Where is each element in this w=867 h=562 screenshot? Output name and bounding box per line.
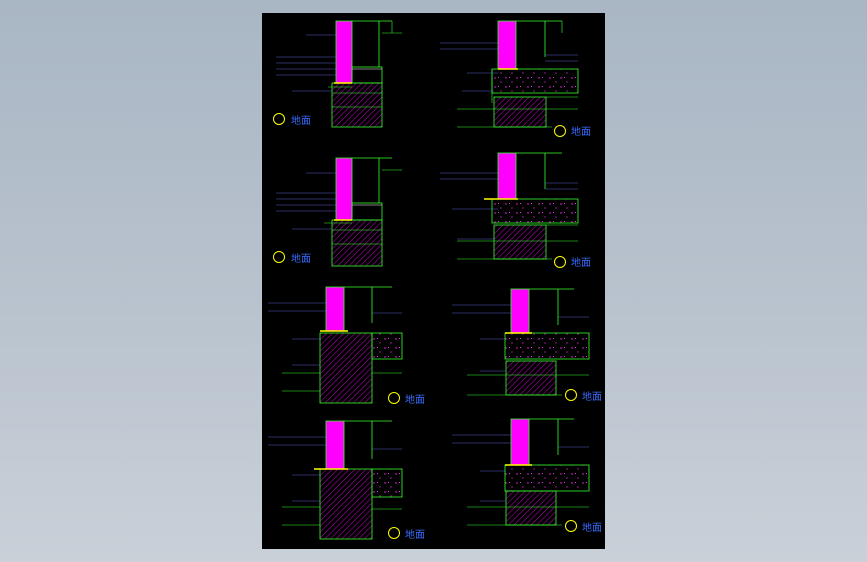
detail-7: 地面 <box>268 420 425 541</box>
detail-3-title: 地面 <box>291 252 311 265</box>
detail-7-title: 地面 <box>405 528 425 541</box>
detail-drawing: 地面 地面 <box>268 20 602 541</box>
detail-4-title: 地面 <box>571 256 591 269</box>
cad-drawing-sheet: 地面 地面 <box>262 13 605 549</box>
detail-8-title: 地面 <box>582 521 602 534</box>
detail-1: 地面 <box>273 20 402 128</box>
detail-5: 地面 <box>268 286 425 406</box>
detail-2: 地面 <box>440 20 591 138</box>
detail-5-title: 地面 <box>405 393 425 406</box>
detail-8: 地面 <box>452 418 602 534</box>
detail-6: 地面 <box>452 288 602 403</box>
detail-6-title: 地面 <box>582 390 602 403</box>
detail-4: 地面 <box>440 152 591 269</box>
detail-3: 地面 <box>273 157 402 267</box>
detail-2-title: 地面 <box>571 125 591 138</box>
detail-1-title: 地面 <box>291 114 311 127</box>
